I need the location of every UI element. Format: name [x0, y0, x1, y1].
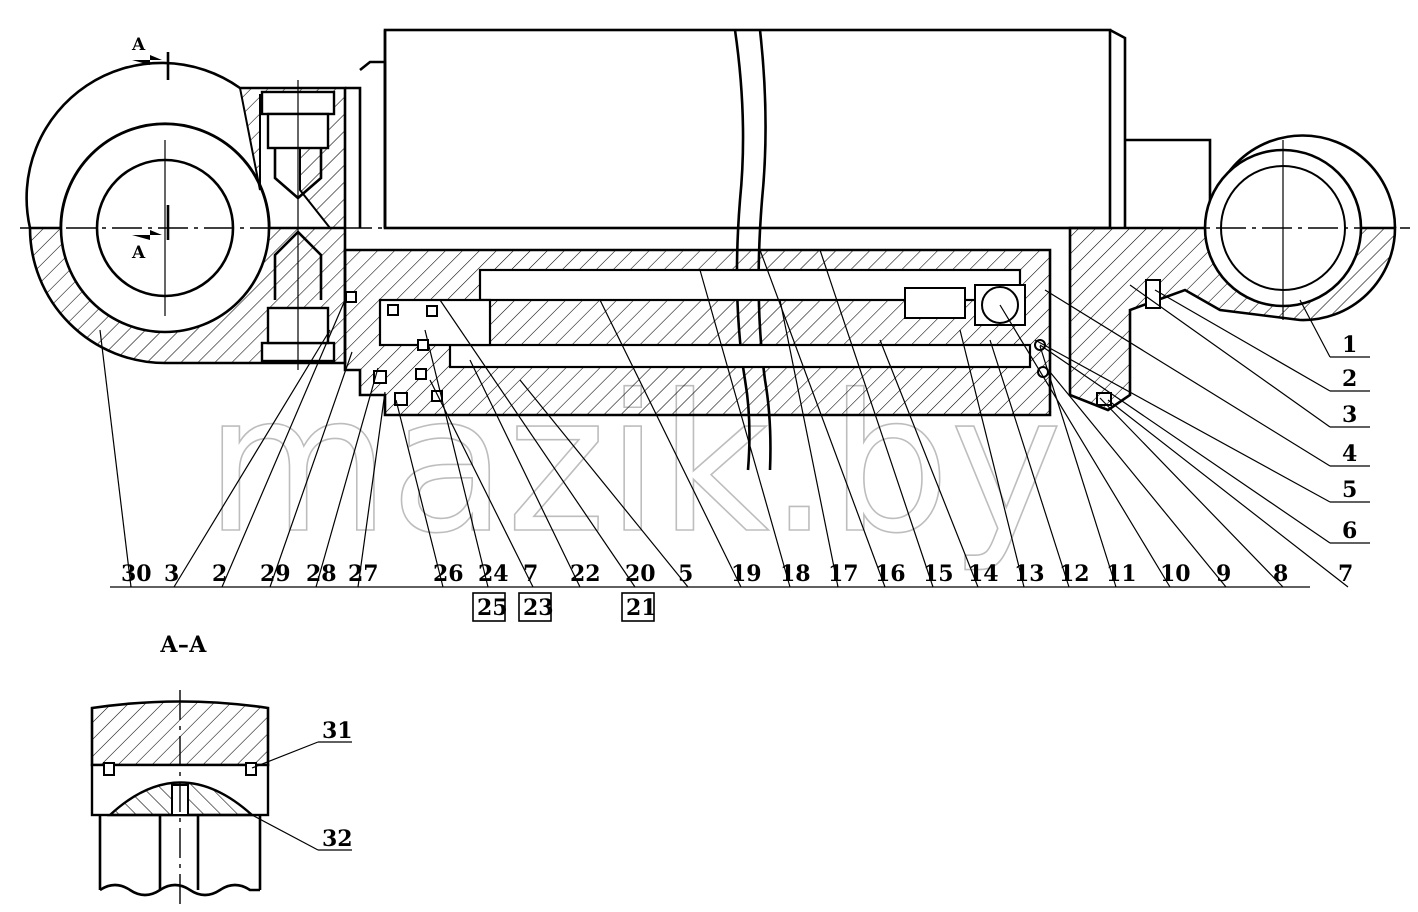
callout-label: 13 — [1014, 561, 1045, 587]
callout-label: 28 — [306, 561, 337, 587]
leader-line — [959, 329, 1025, 588]
bottom-callouts: 30 3 2 29 28 27 26 24 7 22 20 5 19 18 17 16 15 14 13 12 11 10… — [121, 561, 1353, 587]
callout-label: 17 — [828, 561, 859, 587]
leader-line — [469, 359, 581, 588]
section-label-top: A — [131, 35, 146, 55]
leader-line — [1034, 339, 1331, 503]
leader-line — [269, 351, 353, 588]
callout-label: 5 — [678, 561, 693, 587]
callout-label: 20 — [625, 561, 656, 587]
leader-line — [173, 329, 331, 588]
leader-line — [519, 379, 689, 588]
leader-line — [1039, 345, 1117, 588]
leader-line — [1049, 371, 1227, 588]
leader-line — [315, 367, 379, 588]
callout-label: 7 — [523, 561, 538, 587]
leader-line — [221, 299, 346, 588]
callout-label: 22 — [570, 561, 601, 587]
boxed-callout-label: 25 — [477, 595, 508, 621]
leader-line — [1039, 344, 1331, 544]
leader-line — [439, 299, 636, 588]
section-view-title: А–А — [160, 632, 207, 658]
right-callout-label: 4 — [1342, 441, 1357, 467]
leader-line — [779, 299, 839, 588]
leader-line — [1107, 399, 1349, 588]
right-callout-label: 3 — [1342, 402, 1357, 428]
cylinder-barrel — [343, 28, 1212, 471]
right-callout-label: 2 — [1342, 366, 1357, 392]
callout-label: 24 — [478, 561, 509, 587]
callout-label: 7 — [1338, 561, 1353, 587]
leader-line — [599, 299, 742, 588]
callout-box — [621, 592, 655, 622]
right-callout-label: 5 — [1342, 477, 1357, 503]
leader-line — [429, 379, 534, 588]
callout-box — [518, 592, 552, 622]
section-mark-a: A A — [131, 35, 170, 263]
callout-label: 29 — [260, 561, 291, 587]
leader-lines — [99, 249, 1349, 588]
callout-label: 2 — [212, 561, 227, 587]
leader-line — [1044, 289, 1331, 467]
leader-line — [759, 249, 886, 588]
boxed-callouts: 25 23 21 — [472, 592, 657, 622]
leader-line — [999, 304, 1171, 588]
section-label-bottom: A — [131, 243, 146, 263]
callout-label: 26 — [433, 561, 464, 587]
leader-line — [879, 339, 979, 588]
callout-label: 18 — [780, 561, 811, 587]
leader-line — [395, 399, 444, 588]
left-eye-lug — [25, 61, 347, 370]
right-callout-label: 6 — [1342, 518, 1357, 544]
section-view-a-a: А–А 31 32 — [90, 632, 353, 905]
leader-line — [1129, 284, 1331, 428]
callout-label: 3 — [164, 561, 179, 587]
view-callouts: 31 32 — [322, 718, 353, 852]
callout-label: 10 — [1160, 561, 1191, 587]
right-callouts: 1 2 3 4 5 6 — [1034, 284, 1370, 544]
callout-label: 19 — [731, 561, 762, 587]
view-callout-label: 32 — [322, 826, 353, 852]
leader-line — [1154, 289, 1331, 392]
boxed-callout-label: 23 — [523, 595, 554, 621]
callout-label: 8 — [1273, 561, 1288, 587]
callout-label: 9 — [1216, 561, 1231, 587]
callout-box — [472, 592, 506, 622]
callout-label: 15 — [923, 561, 954, 587]
boxed-callout-label: 21 — [626, 595, 657, 621]
right-callout-label: 1 — [1342, 332, 1357, 358]
leader-line — [1299, 299, 1331, 358]
leader-line — [424, 329, 489, 588]
callout-label: 16 — [875, 561, 906, 587]
callout-label: 30 — [121, 561, 152, 587]
leader-line — [357, 391, 386, 588]
callout-label: 14 — [968, 561, 999, 587]
callout-label: 11 — [1106, 561, 1137, 587]
callout-label: 27 — [348, 561, 379, 587]
callout-label: 12 — [1059, 561, 1090, 587]
leader-line — [819, 249, 934, 588]
view-callout-label: 31 — [322, 718, 353, 744]
leader-line — [699, 269, 791, 588]
leader-line — [989, 339, 1070, 588]
leader-line — [1099, 397, 1284, 588]
leader-line — [99, 329, 132, 588]
